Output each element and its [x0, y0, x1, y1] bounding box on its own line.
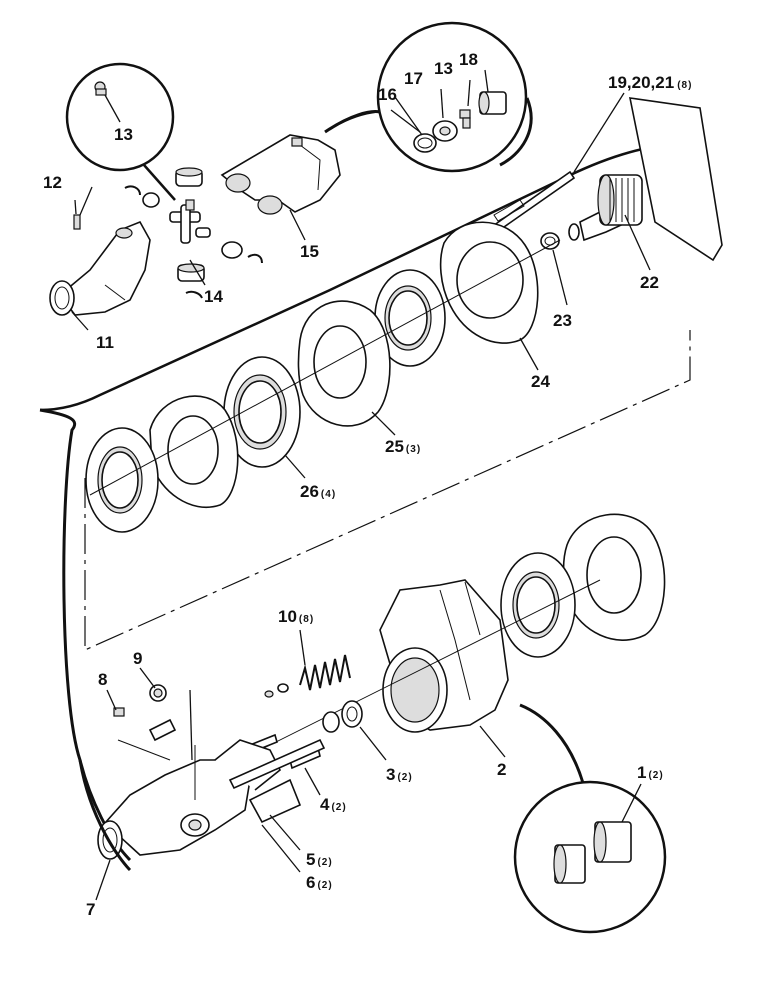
label-part-13: 13 — [434, 59, 453, 78]
assembly-divider-left — [39, 408, 132, 862]
label-part-3: 3(2) — [386, 765, 413, 784]
label-part-11: 11 — [96, 333, 114, 352]
snap-ring-lower — [185, 253, 263, 299]
friction-disc-lower — [500, 552, 576, 658]
grease-fitting-icon — [94, 81, 107, 96]
detail-circle-grease-fitting — [65, 62, 175, 172]
grease-fitting-small-icon — [459, 109, 471, 129]
label-part-26: 26(4) — [300, 482, 336, 501]
label-part-2: 2 — [497, 760, 506, 779]
label-part-9: 9 — [133, 649, 142, 668]
shaft-22 — [568, 97, 723, 262]
section-divider-bottom — [78, 759, 132, 872]
plate-lower-right — [562, 513, 666, 641]
section-divider-right-curve — [499, 97, 533, 167]
bearing-cup-upper — [142, 192, 160, 208]
detail-circle-bearing-kit — [376, 21, 528, 173]
bearing-cup-icon — [432, 120, 458, 142]
nut-9 — [149, 684, 167, 702]
label-part-17: 17 — [404, 69, 423, 88]
label-part-1: 1(2) — [637, 763, 664, 782]
spring-10 — [264, 654, 351, 698]
washers-3 — [322, 700, 363, 733]
label-part-25: 25(3) — [385, 437, 421, 456]
friction-disc-far-left — [85, 427, 159, 533]
label-part-15: 15 — [300, 242, 319, 261]
label-part-7: 7 — [86, 900, 95, 919]
bolt-19-21 — [488, 170, 576, 236]
friction-disc-26-middle — [223, 356, 301, 468]
bushing-icon — [478, 91, 507, 115]
bolt-12 — [73, 199, 81, 230]
bolt-8 — [113, 707, 125, 717]
cap-upper — [175, 167, 203, 187]
clutch-rods — [117, 718, 326, 824]
center-axis-upper — [89, 239, 561, 496]
cap-lower — [177, 263, 205, 282]
label-part-4: 4(2) — [320, 795, 347, 814]
dashed-reference-line — [84, 330, 691, 651]
section-divider-right — [324, 110, 381, 134]
label-part-5: 5(2) — [306, 850, 333, 869]
yoke-11 — [49, 220, 151, 316]
label-part-10: 10(8) — [278, 607, 314, 626]
label-part-14: 14 — [204, 287, 223, 306]
seal-ring-icon — [413, 133, 437, 153]
detail-connector-1 — [519, 703, 585, 784]
snap-ring-upper — [124, 185, 141, 196]
bearing-cup-lower — [221, 241, 243, 259]
label-part-18: 18 — [459, 50, 478, 69]
yoke-15 — [220, 134, 341, 215]
label-part-8: 8 — [98, 670, 107, 689]
label-part-23: 23 — [553, 311, 572, 330]
label-part-24: 24 — [531, 372, 550, 391]
label-part-13-detail: 13 — [114, 125, 133, 144]
yoke-7 — [97, 739, 282, 860]
label-part-19-20-21: 19,20,21(8) — [608, 73, 692, 92]
label-part-12: 12 — [43, 173, 62, 192]
plate-25 — [297, 300, 391, 427]
label-part-6: 6(2) — [306, 873, 333, 892]
plate-left — [149, 395, 239, 508]
label-part-22: 22 — [640, 273, 659, 292]
label-part-16: 16 — [378, 85, 397, 104]
plate-24 — [439, 221, 539, 344]
bushing-pair-icon — [553, 821, 632, 884]
cross-14 — [169, 199, 211, 244]
detail-circle-bushings — [513, 780, 667, 934]
hub-2 — [379, 579, 509, 733]
washer-23 — [540, 232, 560, 250]
friction-disc-upper — [374, 269, 446, 367]
